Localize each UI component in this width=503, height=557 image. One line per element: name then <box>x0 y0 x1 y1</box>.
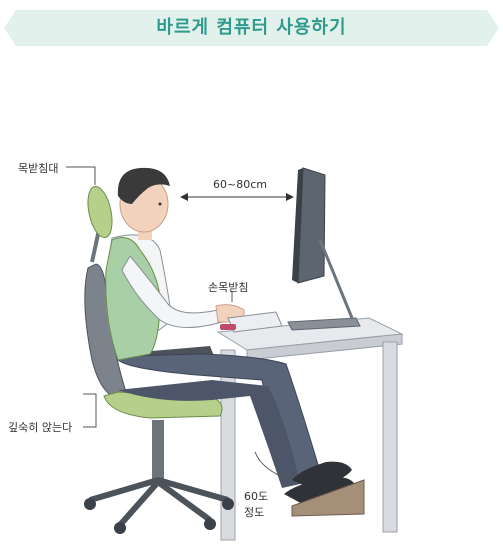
angle-suffix-label: 정도 <box>244 506 265 519</box>
wrist-rest-label: 손목받침 <box>208 281 249 294</box>
page-title: 바르게 컴퓨터 사용하기 <box>156 17 347 38</box>
person <box>105 167 365 517</box>
leader-lines <box>66 166 291 481</box>
sit-deep-label: 깊숙히 앉는다 <box>8 421 73 434</box>
distance-label: 60~80cm <box>213 178 267 191</box>
monitor <box>287 167 361 331</box>
banner-shape <box>4 10 499 46</box>
distance-arrow <box>180 193 294 201</box>
title-banner: 바르게 컴퓨터 사용하기 <box>4 10 499 46</box>
headrest-label: 목받침대 <box>18 162 59 175</box>
angle-value-label: 60도 <box>244 490 269 503</box>
